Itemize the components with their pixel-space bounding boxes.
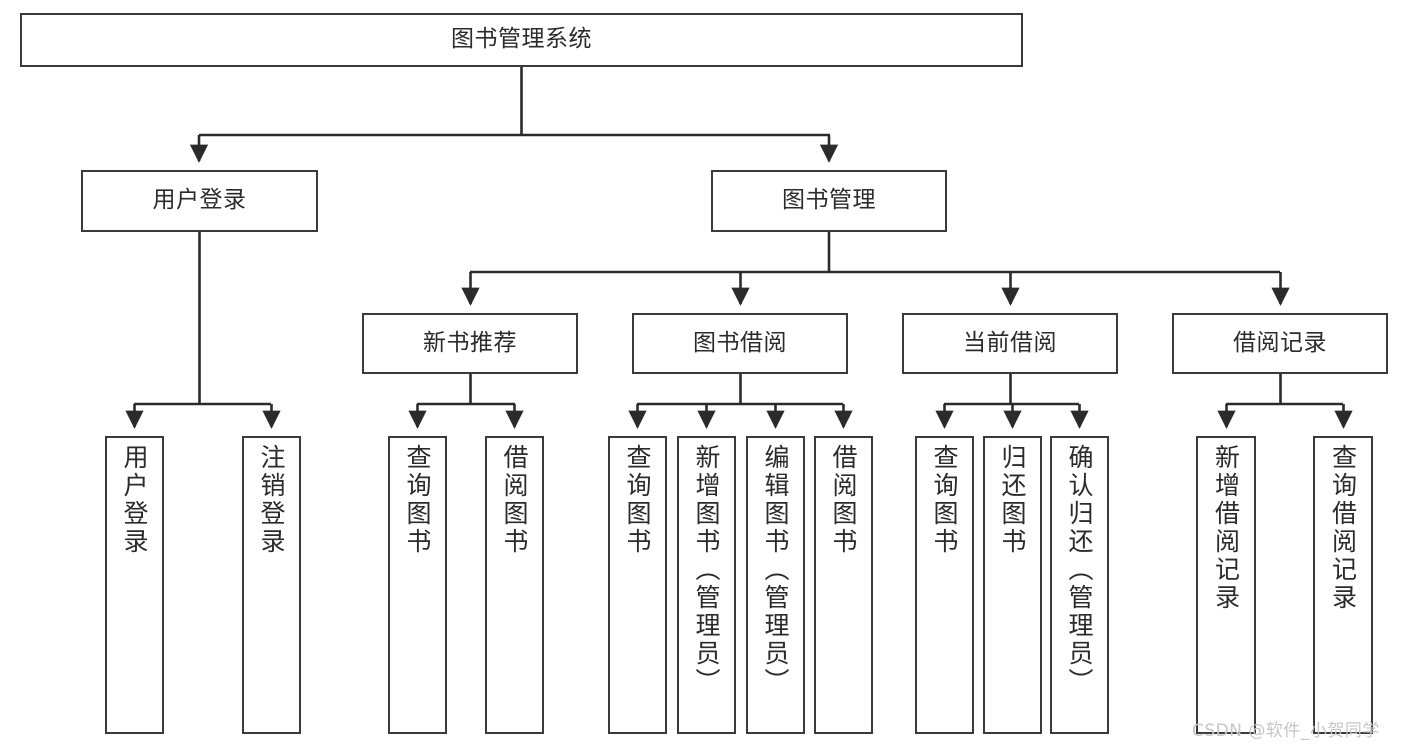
- csdn-watermark: CSDN @软件_小贺同学: [1192, 721, 1380, 741]
- node-label: 新增借阅记录: [1211, 444, 1241, 612]
- node-label: 归还图书: [998, 444, 1027, 556]
- node-label: 借阅图书: [829, 444, 858, 556]
- node-leaf-logout-login[interactable]: 注销登录: [242, 436, 301, 734]
- node-leaf-query-borrow-record[interactable]: 查询借阅记录: [1313, 436, 1373, 734]
- node-label: 图书管理系统: [451, 26, 592, 53]
- node-root-system[interactable]: 图书管理系统: [20, 13, 1023, 67]
- node-label: 查询借阅记录: [1328, 444, 1358, 612]
- node-user-login[interactable]: 用户登录: [81, 170, 318, 232]
- node-leaf-confirm-return[interactable]: 确认归还（管理员）: [1050, 436, 1109, 734]
- node-label: 新增图书（管理员）: [692, 444, 721, 696]
- node-label: 注销登录: [257, 444, 286, 556]
- node-label: 用户登录: [152, 187, 247, 214]
- node-leaf-edit-book-admin[interactable]: 编辑图书（管理员）: [746, 436, 805, 734]
- node-label: 借阅记录: [1233, 329, 1327, 356]
- node-leaf-query-book-1[interactable]: 查询图书: [388, 436, 447, 734]
- node-label: 编辑图书（管理员）: [761, 444, 790, 696]
- node-leaf-borrow-book-1[interactable]: 借阅图书: [485, 436, 544, 734]
- node-leaf-add-book-admin[interactable]: 新增图书（管理员）: [677, 436, 736, 734]
- node-label: 查询图书: [403, 444, 432, 556]
- node-leaf-user-login[interactable]: 用户登录: [105, 436, 164, 734]
- node-new-book-recommend[interactable]: 新书推荐: [362, 313, 578, 374]
- node-label: 用户登录: [120, 444, 149, 556]
- node-label: 借阅图书: [500, 444, 529, 556]
- node-label: 图书借阅: [693, 329, 787, 356]
- node-leaf-query-book-3[interactable]: 查询图书: [915, 436, 974, 734]
- node-label: 图书管理: [782, 187, 876, 214]
- node-label: 确认归还（管理员）: [1065, 444, 1094, 696]
- node-label: 当前借阅: [963, 329, 1057, 356]
- node-label: 查询图书: [930, 444, 959, 556]
- node-label: 新书推荐: [423, 329, 517, 356]
- node-label: 查询图书: [623, 444, 652, 556]
- node-leaf-return-book[interactable]: 归还图书: [983, 436, 1042, 734]
- node-book-manage[interactable]: 图书管理: [711, 170, 947, 232]
- node-leaf-borrow-book-2[interactable]: 借阅图书: [814, 436, 873, 734]
- node-borrow-record[interactable]: 借阅记录: [1172, 313, 1388, 374]
- node-leaf-add-borrow-record[interactable]: 新增借阅记录: [1196, 436, 1256, 734]
- node-current-borrow[interactable]: 当前借阅: [902, 313, 1118, 374]
- node-leaf-query-book-2[interactable]: 查询图书: [608, 436, 667, 734]
- node-book-borrow[interactable]: 图书借阅: [632, 313, 848, 374]
